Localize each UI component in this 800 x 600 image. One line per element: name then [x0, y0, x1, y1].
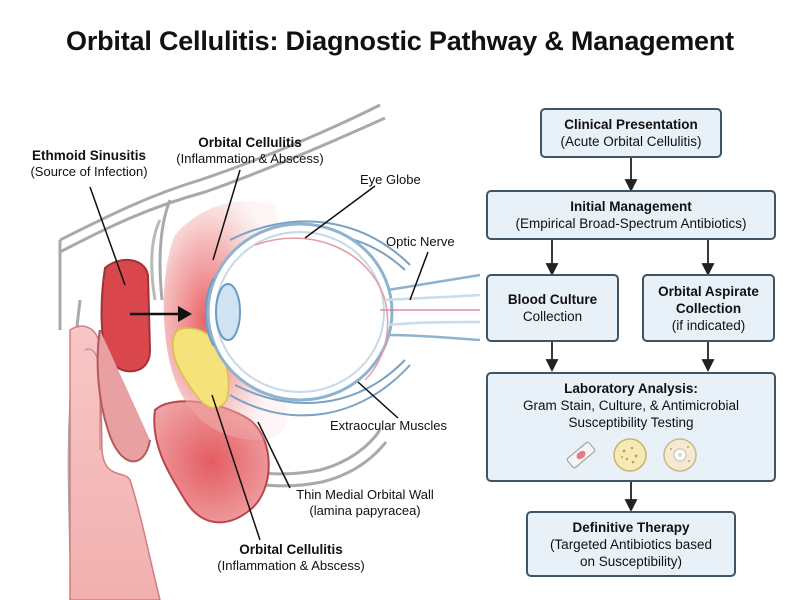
spread-arrow: [130, 306, 192, 322]
leader-lines: [89, 169, 429, 541]
page-title: Orbital Cellulitis: Diagnostic Pathway &…: [66, 26, 734, 56]
label-optic-nerve: Optic Nerve: [386, 234, 455, 249]
ethmoid-sinus: [100, 259, 152, 373]
box-orbital-aspirate: Orbital Aspirate Collection (if indicate…: [642, 274, 775, 342]
label-eye-globe: Eye Globe: [360, 172, 421, 187]
nasal-tissue: [69, 325, 161, 600]
label-orbital-cellulitis-top: Orbital Cellulitis (Inflammation & Absce…: [176, 135, 324, 166]
box-initial-management: Initial Management (Empirical Broad-Spec…: [486, 190, 776, 240]
eye-globe: [206, 222, 394, 402]
box-blood-culture: Blood Culture Collection: [486, 274, 619, 342]
box-definitive-therapy: Definitive Therapy (Targeted Antibiotics…: [526, 511, 736, 577]
optic-nerve: [380, 273, 481, 342]
susceptibility-plate-icon: [663, 438, 697, 472]
box-laboratory-analysis: Laboratory Analysis: Gram Stain, Culture…: [486, 372, 776, 482]
ethmoid-lower-cell: [96, 329, 151, 463]
petri-dish-icon: [613, 438, 647, 472]
label-medial-wall: Thin Medial Orbital Wall (lamina papyrac…: [296, 487, 434, 518]
lab-icons: [564, 437, 698, 473]
label-ethmoid: Ethmoid Sinusitis (Source of Infection): [30, 148, 148, 179]
slide-icon: [566, 441, 596, 469]
retina-layer: [254, 237, 389, 381]
box-clinical-presentation: Clinical Presentation (Acute Orbital Cel…: [540, 108, 722, 158]
label-extraocular-muscles: Extraocular Muscles: [330, 418, 448, 433]
lens: [215, 283, 241, 341]
label-orbital-cellulitis-bottom: Orbital Cellulitis (Inflammation & Absce…: [217, 542, 365, 573]
